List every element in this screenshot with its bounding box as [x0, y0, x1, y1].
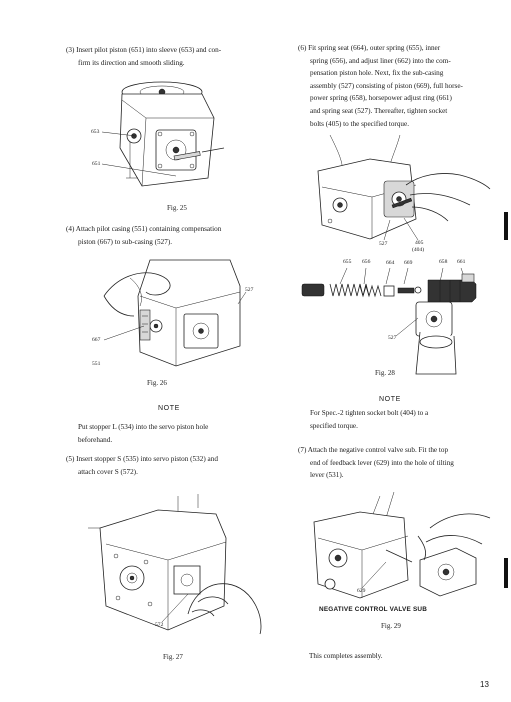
margin-mark-top: [504, 212, 508, 240]
page-number: 13: [480, 680, 489, 689]
fig-25-caption: Fig. 25: [167, 204, 187, 212]
fig-26-leader-lines: [103, 291, 247, 341]
fig-27-illustration: [88, 494, 262, 635]
fig-28-assembly-illustration: [317, 134, 491, 240]
left-note-heading: NOTE: [158, 405, 180, 412]
step-7-text: (7) Attach the negative control valve su…: [298, 446, 454, 480]
step-3-text: (3) Insert pilot piston (651) into sleev…: [66, 46, 222, 67]
fig-27-callout-572: 572: [155, 622, 164, 628]
step-6-text: (6) Fit spring seat (664), outer spring …: [298, 44, 463, 128]
fig-25-illustration: [119, 81, 225, 187]
fig-26-callout-527: 527: [245, 287, 254, 293]
fig-28-part-664: 664: [386, 260, 395, 266]
fig-27-caption: Fig. 27: [163, 653, 183, 661]
fig-28-part-658: 658: [439, 259, 448, 265]
fig-28-caption: Fig. 28: [375, 369, 395, 377]
fig-26-callout-667: 667: [92, 337, 101, 343]
fig-26-callout-551: 551: [92, 361, 101, 367]
fig-28-callout-527-bottom: 527: [388, 335, 397, 341]
fig-25-leader-lines: [101, 131, 177, 177]
fig-28-top-leaders: [383, 217, 419, 241]
fig-28-part-669: 669: [404, 260, 413, 266]
right-note-heading: NOTE: [379, 396, 401, 403]
fig-28-callout-405: 405: [415, 240, 424, 246]
fig-28-exploded-parts: [301, 267, 477, 375]
fig-28-callout-404: (404): [412, 247, 425, 253]
fig-25-callout-653: 653: [91, 129, 100, 135]
fig-29-callout-629: 629: [357, 588, 366, 594]
fig-29-valve-label: NEGATIVE CONTROL VALVE SUB: [319, 606, 428, 613]
fig-28-part-661: 661: [457, 259, 466, 265]
right-note-text: For Spec.-2 tighten socket bolt (404) to…: [310, 409, 429, 430]
step-5-text: (5) Insert stopper S (535) into servo pi…: [66, 455, 218, 476]
step-4-text: (4) Attach pilot casing (551) containing…: [66, 225, 222, 246]
fig-28-part-655: 655: [343, 259, 352, 265]
fig-26-illustration: [103, 259, 241, 367]
fig-29-caption: Fig. 29: [381, 622, 401, 630]
fig-26-caption: Fig. 26: [147, 379, 167, 387]
fig-29-illustration: [313, 491, 491, 599]
left-note-text: Put stopper L (534) into the servo pisto…: [78, 423, 209, 444]
closing-text: This completes assembly.: [309, 652, 383, 660]
fig-29-leader-line: [361, 561, 387, 589]
margin-mark-bottom: [504, 558, 508, 588]
fig-25-callout-651: 651: [92, 161, 101, 167]
fig-28-callout-527-top: 527: [379, 241, 388, 247]
fig-27-leader-line: [161, 593, 189, 623]
fig-28-part-656: 656: [362, 259, 371, 265]
